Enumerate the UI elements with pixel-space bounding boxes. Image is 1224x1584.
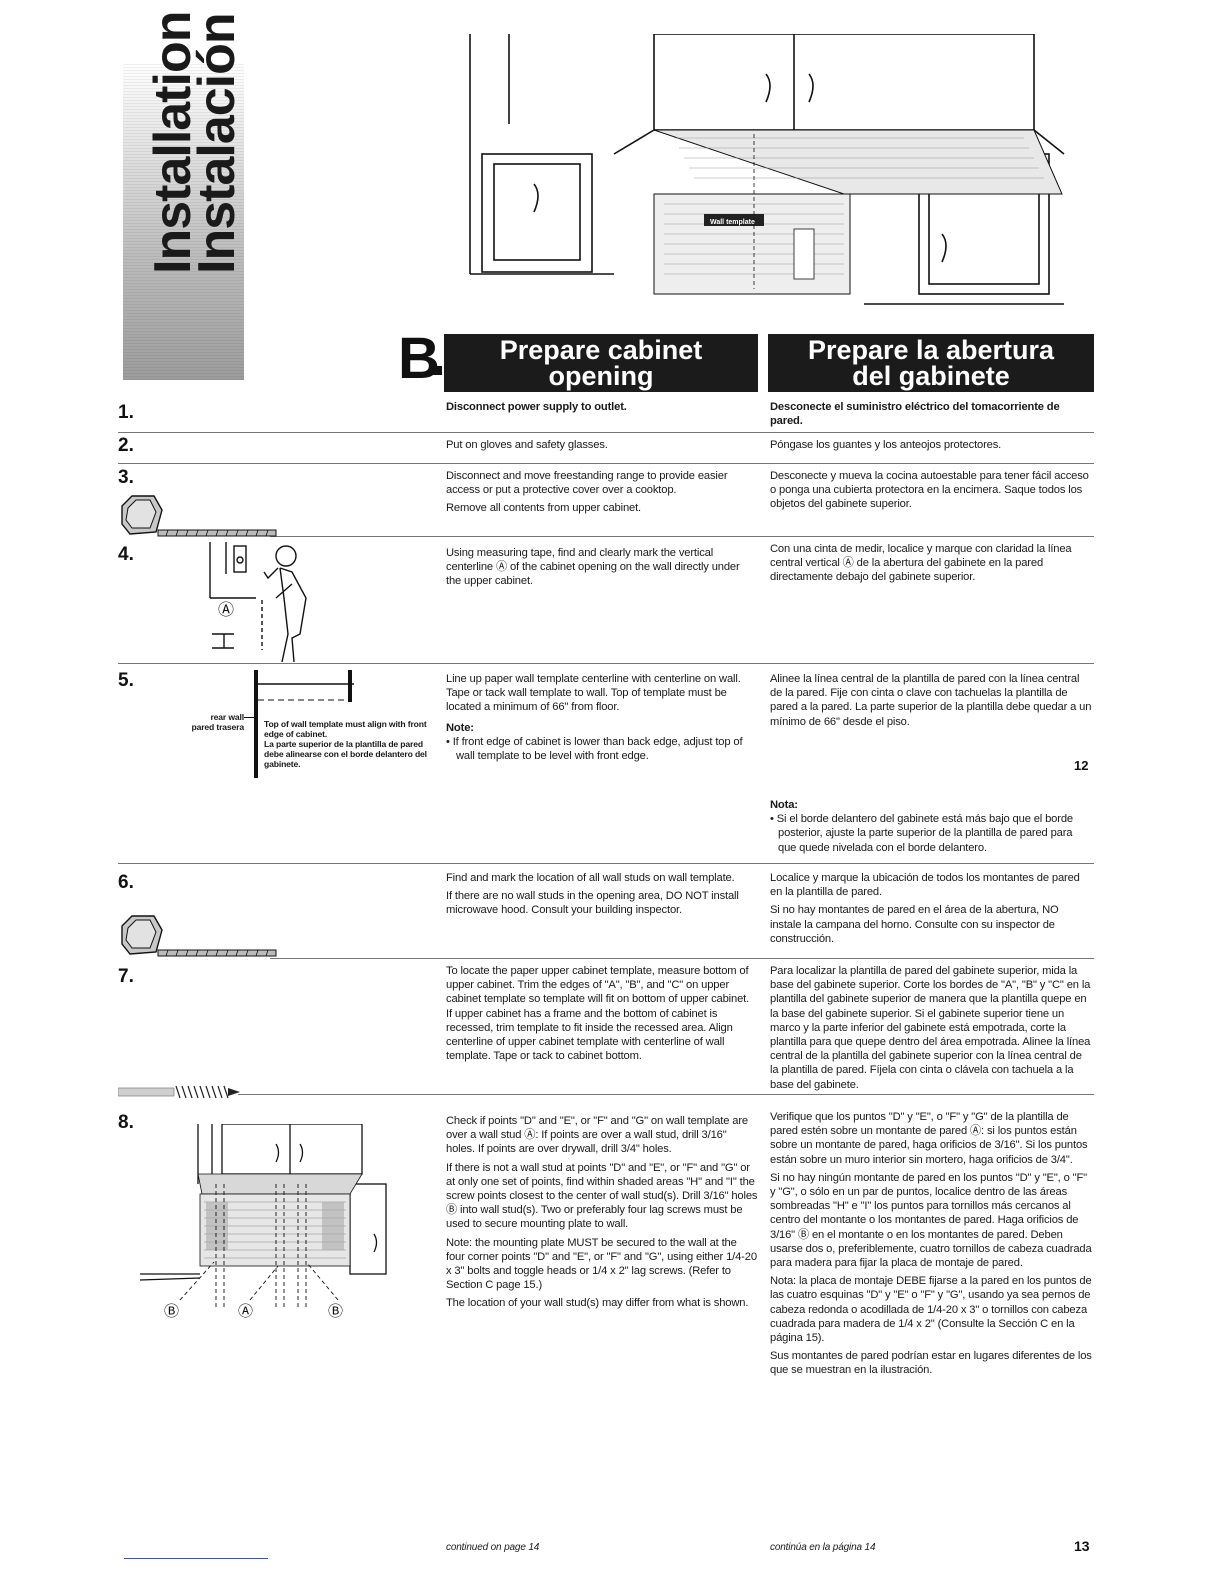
step-6-es-p2: Si no hay montantes de pared en el área … [770, 904, 1059, 945]
step-3-en-p1: Disconnect and move freestanding range t… [446, 470, 728, 497]
divider [118, 863, 1094, 864]
rear-wall-label: rear wall pared trasera [170, 712, 244, 732]
divider [118, 463, 1094, 464]
step-6-en-p1: Find and mark the location of all wall s… [446, 872, 735, 884]
alignment-note-en: Top of wall template must align with fro… [264, 719, 427, 739]
step-8-es-p3: Nota: la placa de montaje DEBE fijarse a… [770, 1275, 1092, 1345]
step-8-es-p4: Sus montantes de pared podrían estar en … [770, 1350, 1092, 1377]
section-title-es-line2: del gabinete [852, 361, 1010, 391]
step-8-text-en: Check if points "D" and "E", or "F" and … [446, 1114, 758, 1315]
rear-wall-label-es: pared trasera [191, 722, 244, 732]
divider [270, 958, 1094, 959]
step-6-en-p2: If there are no wall studs in the openin… [446, 890, 739, 917]
divider [270, 536, 1094, 537]
centerline-marker-a: Ⓐ [218, 602, 235, 619]
step-3-en-p2: Remove all contents from upper cabinet. [446, 502, 642, 515]
step-4-text-en: Using measuring tape, find and clearly m… [446, 547, 740, 588]
section-letter: B [398, 326, 440, 391]
drill-bit-icon [118, 1085, 240, 1099]
step-number: 8. [118, 1112, 134, 1133]
step-number: 3. [118, 467, 134, 488]
step-5-note-title-es: Nota: [770, 799, 798, 811]
wall-template-sheet-small [197, 1173, 363, 1267]
step-8-en-p4: The location of your wall stud(s) may di… [446, 1297, 749, 1310]
section-title-en: Prepare cabinet opening [444, 334, 758, 392]
wall-template-label: Wall template [710, 219, 755, 226]
step-8-text-es: Verifique que los puntos "D" y "E", o "F… [770, 1110, 1092, 1382]
step-number: 6. [118, 872, 134, 893]
rear-wall-label-en: rear wall [210, 712, 244, 722]
step-1-text-es: Desconecte el suministro eléctrico del t… [770, 401, 1060, 428]
step-4-text-es: Con una cinta de medir, localice y marqu… [770, 543, 1072, 584]
step-number: 2. [118, 435, 134, 456]
stud-marker-a: Ⓐ [238, 1303, 254, 1320]
stud-marker-b-left: Ⓑ [164, 1303, 180, 1320]
step-7-text-en: To locate the paper upper cabinet templa… [446, 965, 750, 1063]
step-6-text-en: Find and mark the location of all wall s… [446, 871, 758, 922]
step-number: 1. [118, 402, 134, 423]
step-3-text-en: Disconnect and move freestanding range t… [446, 469, 756, 520]
stud-marker-b-right: Ⓑ [328, 1303, 344, 1320]
step-7-text-es: Para localizar la plantilla de pared del… [770, 965, 1091, 1091]
cabinet-template-illustration: Wall template [469, 34, 1065, 305]
page-number: 13 [1074, 1538, 1090, 1554]
rear-wall-leader [244, 717, 254, 718]
step-5-text-en: Line up paper wall template centerline w… [446, 672, 756, 767]
section-title-es: Prepare la abertura del gabinete [768, 334, 1094, 392]
step-number: 5. [118, 670, 134, 691]
step-5-note-en: • If front edge of cabinet is lower than… [446, 735, 743, 763]
section-title-es-line1: Prepare la abertura [807, 335, 1055, 365]
inline-page-number: 12 [1074, 758, 1089, 773]
wall-template-sheet [653, 129, 1063, 295]
step-8-es-p2: Si no hay ningún montante de pared en lo… [770, 1171, 1092, 1270]
step-5-note-title-en: Note: [446, 721, 474, 734]
section-letter-dot [433, 366, 442, 375]
step-5-note-es: • Si el borde delantero del gabinete est… [770, 813, 1073, 854]
side-tab: Installation Instalación [123, 12, 246, 380]
divider [118, 432, 1094, 433]
continued-es: continúa en la página 14 [770, 1542, 876, 1553]
step-6-es-p1: Localice y marque la ubicación de todos … [770, 872, 1080, 899]
divider [118, 663, 1094, 664]
step-3-text-es: Desconecte y mueva la cocina autoestable… [770, 470, 1089, 511]
step-5-note-es-block: Nota: • Si el borde delantero del gabine… [770, 798, 1092, 859]
step-5-en-p1: Line up paper wall template centerline w… [446, 673, 741, 714]
step-number: 4. [118, 544, 134, 565]
step-8-es-p1: Verifique que los puntos "D" y "E", o "F… [770, 1111, 1088, 1166]
step-8-en-p1: Check if points "D" and "E", or "F" and … [446, 1115, 748, 1156]
alignment-note: Top of wall template must align with fro… [264, 719, 436, 769]
alignment-note-es: La parte superior de la plantilla de par… [264, 739, 427, 769]
step-1-text-en: Disconnect power supply to outlet. [446, 401, 627, 413]
side-tab-title-es: Instalación [188, 13, 246, 274]
section-title-en-line1: Prepare cabinet [499, 335, 703, 365]
step-8-en-p3: Note: the mounting plate MUST be secured… [446, 1236, 757, 1292]
divider [238, 1094, 1094, 1095]
measuring-person-illustration [209, 542, 307, 662]
wall-stud-illustration [140, 1124, 387, 1308]
step-number: 7. [118, 966, 134, 987]
step-5-text-es: Alinee la línea central de la plantilla … [770, 673, 1092, 728]
footer-rule [124, 1558, 268, 1559]
section-title-en-line2: opening [548, 361, 654, 391]
tape-measure-icon [121, 495, 277, 537]
step-6-text-es: Localice y marque la ubicación de todos … [770, 871, 1092, 950]
step-2-text-es: Póngase los guantes y los anteojos prote… [770, 439, 1002, 451]
tape-measure-icon [121, 915, 277, 957]
continued-en: continued on page 14 [446, 1542, 540, 1553]
step-2-text-en: Put on gloves and safety glasses. [446, 439, 608, 451]
step-8-en-p2: If there is not a wall stud at points "D… [446, 1161, 758, 1231]
template-alignment-diagram [254, 670, 354, 778]
